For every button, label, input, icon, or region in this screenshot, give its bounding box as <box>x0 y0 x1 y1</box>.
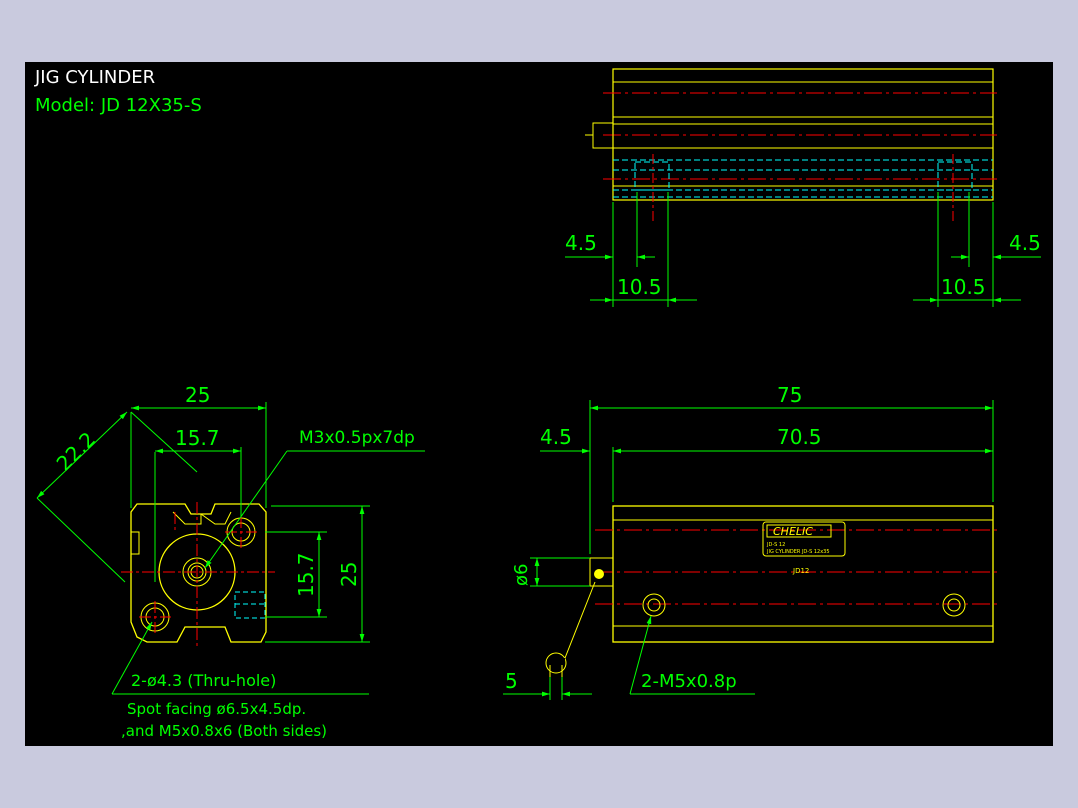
rod-end-detail <box>545 652 567 674</box>
dim-rod-diameter: ø6 <box>511 564 532 586</box>
top-view: 4.5 4.5 10.5 10.5 <box>565 68 1041 307</box>
dim-top-left-width: 10.5 <box>617 275 662 299</box>
callout-spot-facing: Spot facing ø6.5x4.5dp. <box>127 700 306 718</box>
callout-thru-hole: 2-ø4.3 (Thru-hole) <box>131 671 276 690</box>
dim-front-height: 25 <box>337 562 361 587</box>
front-view: 25 15.7 22.2 25 15.7 M3x0.5px7dp 2-ø4.3 … <box>36 383 425 740</box>
nameplate-brand: CHELIC <box>773 525 813 538</box>
nameplate-line1: JD-S 12 <box>766 542 785 548</box>
callout-tap-hole: M3x0.5px7dp <box>299 428 415 448</box>
dim-side-body-length: 70.5 <box>777 425 822 449</box>
drawing-title: JIG CYLINDER <box>34 67 155 88</box>
dim-top-left-offset: 4.5 <box>565 231 597 255</box>
dim-front-inner-height: 15.7 <box>294 552 318 597</box>
port-right <box>942 593 966 617</box>
cad-drawing-canvas: JIG CYLINDER Model: JD 12X35-S <box>25 62 1053 746</box>
callout-spot-facing-2: ,and M5x0.8x6 (Both sides) <box>121 722 327 740</box>
dim-front-inner-width: 15.7 <box>175 426 220 450</box>
dim-front-width: 25 <box>185 383 210 407</box>
dim-rod-end-width: 5 <box>505 669 518 693</box>
model-mark: JD12 <box>792 567 809 575</box>
callout-port: 2-M5x0.8p <box>641 671 737 692</box>
model-label: Model: JD 12X35-S <box>35 95 202 116</box>
nameplate: CHELIC JD-S 12 JIG CYLINDER JD-S 12x35 <box>762 521 846 557</box>
port-left <box>642 593 666 617</box>
dim-top-right-offset: 4.5 <box>1009 231 1041 255</box>
rod-end <box>589 557 614 587</box>
dim-top-right-width: 10.5 <box>941 275 986 299</box>
hidden-lines <box>613 159 993 198</box>
dim-side-offset: 4.5 <box>540 425 572 449</box>
dim-front-diagonal: 22.2 <box>52 427 100 475</box>
side-view: CHELIC JD-S 12 JIG CYLINDER JD-S 12x35 J… <box>503 383 997 700</box>
dim-side-total-length: 75 <box>777 383 802 407</box>
nameplate-line2: JIG CYLINDER JD-S 12x35 <box>766 549 830 555</box>
front-view-profile <box>130 503 267 643</box>
cad-drawing: JIG CYLINDER Model: JD 12X35-S <box>34 67 1041 740</box>
